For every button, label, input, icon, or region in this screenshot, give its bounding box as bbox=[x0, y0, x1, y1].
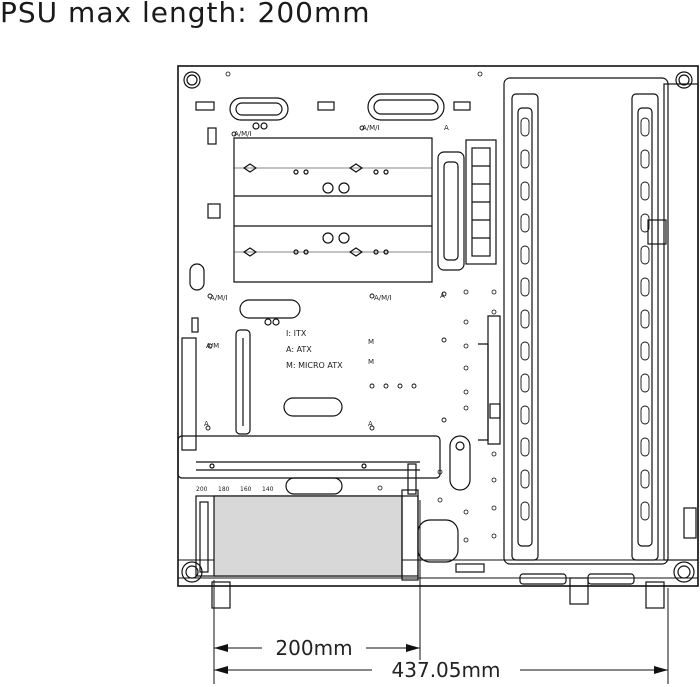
cable-cutout bbox=[437, 151, 465, 271]
standoff-label: A bbox=[440, 292, 445, 300]
tie-point bbox=[453, 101, 471, 111]
psu-unit bbox=[213, 495, 403, 577]
standoff-label: A/M/I bbox=[234, 130, 252, 138]
corner-hole bbox=[675, 71, 693, 89]
standoff-label: A/M bbox=[206, 342, 219, 350]
cable-bar bbox=[487, 315, 501, 445]
psu-bracket bbox=[401, 489, 419, 581]
psu-shroud bbox=[177, 435, 441, 479]
psu-ruler-label: 180 bbox=[218, 486, 230, 493]
dim-overall-label: 437.05mm bbox=[392, 658, 501, 682]
mount-rail bbox=[235, 329, 251, 435]
page-title: PSU max length: 200mm bbox=[0, 0, 371, 29]
standoff-label: M bbox=[368, 338, 374, 346]
radiator-frame bbox=[503, 77, 669, 565]
standoff-label: A bbox=[368, 420, 373, 428]
cable-grommet bbox=[449, 435, 471, 491]
tie-point bbox=[317, 101, 335, 111]
standoff-label: A/M/I bbox=[374, 294, 392, 302]
screw-plate bbox=[207, 203, 221, 219]
corner-hole bbox=[673, 561, 695, 583]
case-foot bbox=[645, 581, 665, 609]
fan-clip bbox=[519, 573, 567, 585]
psu-ruler-label: 200 bbox=[196, 486, 208, 493]
standoff-label: A/M/I bbox=[362, 124, 380, 132]
fan-clip bbox=[587, 573, 635, 585]
standoff-label: M bbox=[368, 358, 374, 366]
cable-grommet bbox=[229, 97, 289, 121]
corner-hole bbox=[181, 561, 203, 583]
psu-ruler-label: 160 bbox=[240, 486, 252, 493]
tie-point bbox=[195, 101, 215, 111]
legend-itx: I: ITX bbox=[286, 329, 307, 338]
dim-psu-label: 200mm bbox=[275, 636, 352, 660]
legend-atx: A: ATX bbox=[286, 345, 312, 354]
connector-block bbox=[465, 139, 497, 265]
case-foot bbox=[211, 581, 231, 609]
legend-matx: M: MICRO ATX bbox=[286, 361, 343, 370]
standoff-label: A/M/I bbox=[210, 294, 228, 302]
cable-grommet bbox=[367, 93, 445, 121]
standoff-label: A bbox=[444, 124, 449, 132]
drive-cage bbox=[233, 137, 433, 283]
standoff-label: A bbox=[204, 420, 209, 428]
corner-hole bbox=[183, 71, 201, 89]
psu-ruler-label: 140 bbox=[262, 486, 274, 493]
tie-point bbox=[207, 127, 217, 145]
